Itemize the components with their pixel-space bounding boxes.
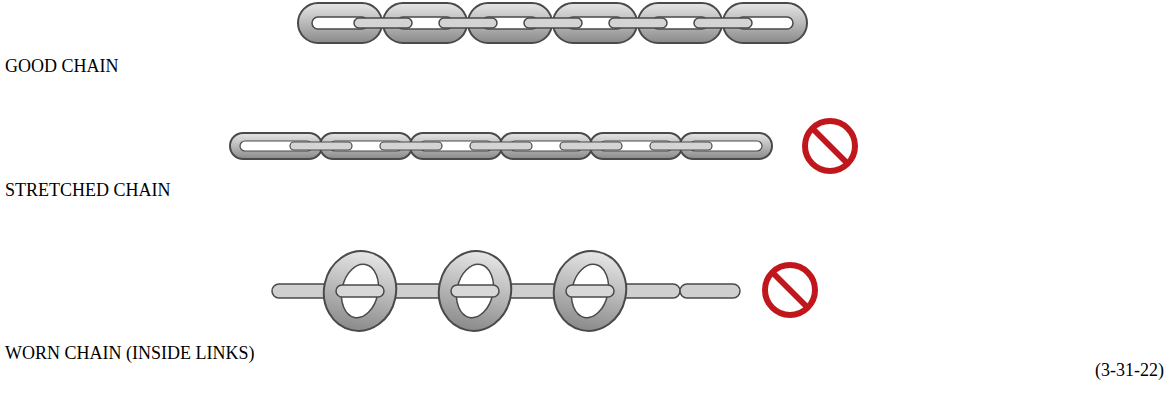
link-hole — [567, 261, 613, 321]
worn-link — [316, 244, 403, 337]
edge-link — [336, 285, 384, 297]
edge-link — [524, 18, 582, 28]
prohibition-circle — [765, 265, 815, 315]
edge-link — [680, 284, 740, 298]
prohibition-symbol — [805, 121, 855, 171]
prohibition-bar — [812, 128, 848, 164]
prohibition-symbol — [765, 265, 815, 315]
link-hole — [452, 261, 498, 321]
worn-chain — [272, 244, 740, 337]
edge-link — [290, 142, 352, 150]
stretched-chain — [230, 133, 772, 159]
worn-link — [431, 244, 518, 337]
good-chain — [298, 3, 807, 43]
link-hole — [337, 261, 383, 321]
prohibition-circle — [805, 121, 855, 171]
chain-caption: STRETCHED CHAIN — [5, 180, 171, 202]
link-body — [316, 244, 403, 337]
edge-link — [470, 142, 532, 150]
edge-link — [650, 142, 712, 150]
revision-date: (3-31-22) — [1095, 360, 1164, 382]
edge-link — [451, 285, 499, 297]
edge-link — [439, 18, 497, 28]
edge-link — [694, 18, 752, 28]
edge-link — [609, 18, 667, 28]
edge-link — [354, 18, 412, 28]
chain-caption: GOOD CHAIN — [5, 56, 119, 78]
link-body — [546, 244, 633, 337]
edge-link — [272, 284, 330, 298]
chain-caption: WORN CHAIN (INSIDE LINKS) — [5, 343, 254, 365]
edge-link — [560, 142, 622, 150]
worn-link — [546, 244, 633, 337]
prohibition-bar — [772, 272, 808, 308]
link-body — [431, 244, 518, 337]
edge-link — [380, 142, 442, 150]
edge-link — [566, 285, 614, 297]
